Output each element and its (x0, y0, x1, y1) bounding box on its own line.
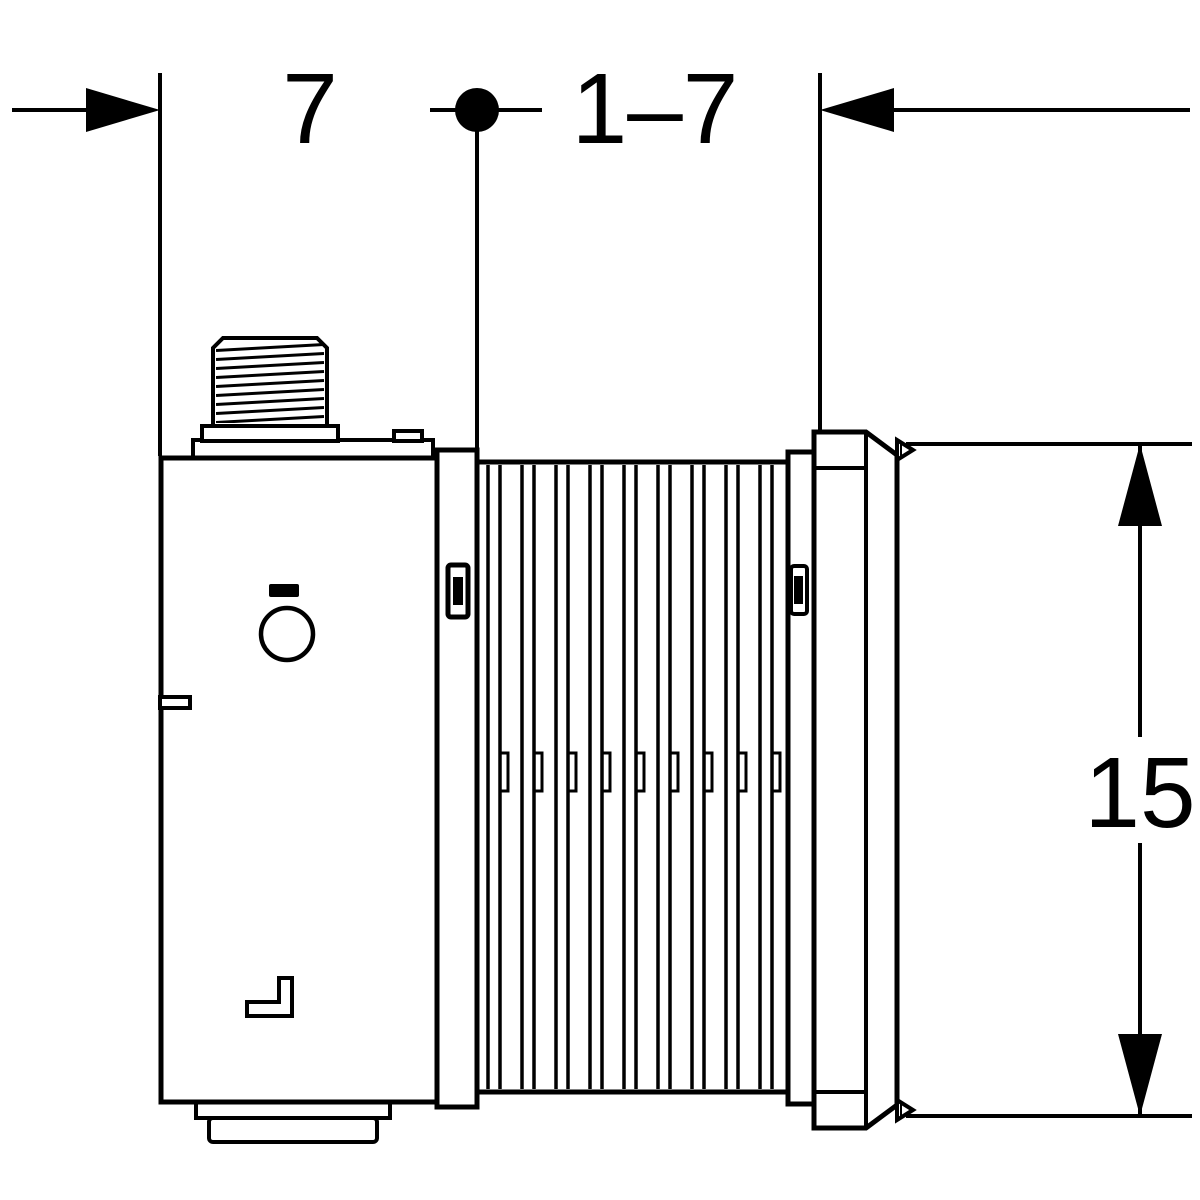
bellows-sleeve (474, 459, 791, 1095)
valve-body (158, 336, 440, 1105)
right-plate-slot-inner (794, 576, 803, 604)
dimension-label-7: 7 (282, 53, 338, 165)
bottom-l-mark (245, 976, 294, 1018)
threaded-connector (200, 336, 340, 443)
right-plate-outline (785, 449, 817, 1107)
body-slot (269, 584, 299, 597)
arrow-left-icon (820, 88, 894, 132)
mounting-rail (811, 429, 917, 1131)
valve-foot (194, 1100, 392, 1144)
body-outline (158, 455, 440, 1105)
fixing-pin-bottom (895, 1096, 917, 1124)
rail-outline (811, 429, 900, 1131)
dimension-right: 15 (906, 442, 1196, 1118)
lid-stub (392, 429, 424, 443)
connector-flange (200, 424, 340, 443)
dimension-top: 7 1–7 (12, 53, 1190, 456)
dimension-label-1-7: 1–7 (572, 53, 739, 165)
right-flange-plate (785, 449, 817, 1107)
body-port-circle (258, 605, 316, 663)
left-plate-outline (434, 447, 480, 1110)
arrow-right-icon (86, 88, 160, 132)
arrow-down-icon (1118, 1034, 1162, 1116)
arrow-up-icon (1118, 444, 1162, 526)
bellows-pleats (480, 465, 785, 1089)
side-notch (158, 695, 192, 710)
fixing-pin-top (895, 436, 917, 464)
thread-hatch (216, 343, 324, 423)
left-plate-slot-inner (453, 577, 463, 605)
foot-base (207, 1116, 379, 1144)
left-flange-plate (434, 447, 480, 1110)
flush-valve-assembly (158, 336, 917, 1144)
dimension-label-15: 15 (1084, 737, 1195, 849)
